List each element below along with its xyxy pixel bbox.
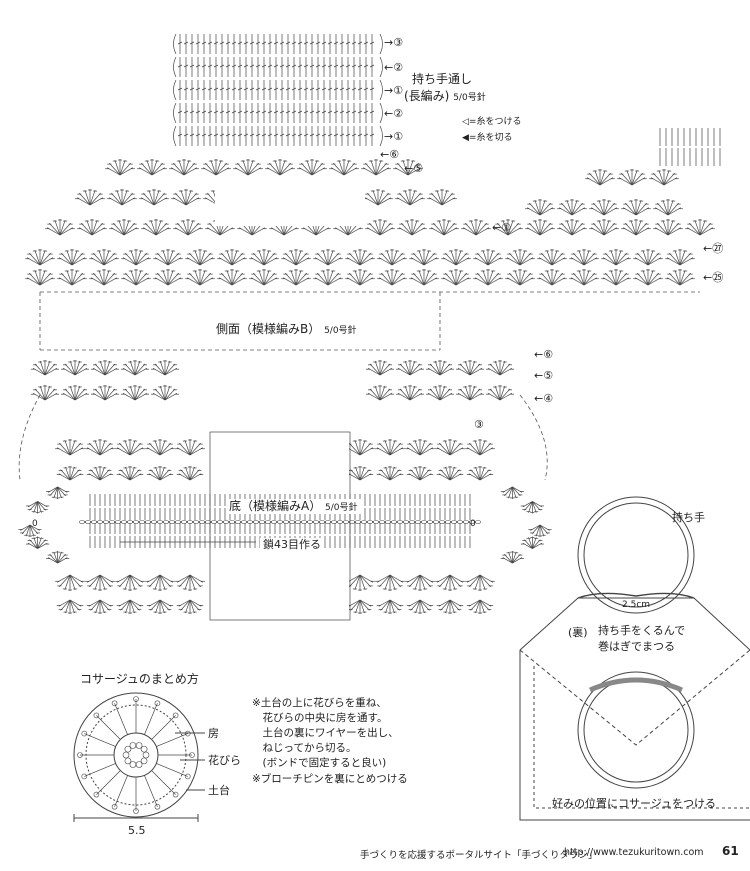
bottom-pattern-chart (18, 431, 552, 621)
corsage-illustration (73, 692, 205, 822)
note-line: 土台の裏にワイヤーを出し、 (252, 727, 399, 739)
note-line: 花びらの中央に房を通す。 (252, 712, 388, 724)
row-mark-2b: ←② (384, 107, 404, 120)
corsage-dim: 5.5 (128, 824, 146, 837)
legend-attach: ◁=糸をつける (462, 117, 522, 127)
corsage-notes: ※土台の上に花びらを重ね、 花びらの中央に房を通す。 土台の裏にワイヤーを出し、… (252, 696, 399, 771)
row-mark-lower-5: ←⑤ (534, 369, 554, 382)
page-number: 61 (722, 844, 739, 858)
bag-dim: 2.5cm (622, 600, 651, 610)
bag-wrap-2: 巻はぎでまつる (598, 640, 675, 653)
row-mark-lower-6: ←⑥ (534, 348, 554, 361)
row-mark-3: →③ (384, 36, 404, 49)
handle-strip-chart (173, 33, 721, 166)
zero-right: 0 (470, 519, 476, 529)
guide-lines (18, 291, 700, 481)
zero-left: 0 (32, 519, 38, 529)
row-mark-side-27: ←㉗ (703, 242, 724, 255)
footer-url[interactable]: http://www.tezukuritown.com (564, 847, 704, 858)
row-mark-2a: ←② (384, 61, 404, 74)
row-mark-1a: →① (384, 84, 404, 97)
row-mark-side-1: ←① (492, 221, 512, 234)
handle-subtitle: (長編み) 5/0号針 (404, 89, 486, 103)
note-line: ねじってから切る。 (252, 742, 357, 754)
bag-bottom-text: 好みの位置にコサージュをつける (552, 797, 717, 810)
note-line: ※土台の上に花びらを重ね、 (252, 697, 387, 709)
row-mark-side-6: ←⑥ (380, 148, 400, 161)
note-line: (ボンドで固定すると良い) (252, 757, 387, 769)
brooch-note: ※ブローチピンを裏にとめつける (252, 773, 408, 785)
row-mark-side-25: ←㉕ (703, 271, 724, 284)
bag-illustration (519, 496, 750, 821)
corsage-petals (77, 696, 195, 814)
bag-wrap-1: 持ち手をくるんで (598, 624, 686, 637)
chain-start-label: 鎖43目作る (260, 538, 324, 552)
bag-back-label: (裏) (568, 626, 588, 639)
row-mark-side-5: ←⑤ (404, 162, 424, 175)
side-title: 側面（模様編みB） 5/0号針 (216, 322, 357, 336)
label-hanabira: 花びら (208, 754, 241, 767)
bottom-title: 底（模様編みA） 5/0号針 (226, 499, 361, 514)
row-mark-1b: →① (384, 130, 404, 143)
row-mark-lower-4: ←④ (534, 392, 554, 405)
bag-handle-label: 持ち手 (672, 511, 705, 524)
footer-text: 手づくりを応援するポータルサイト「手づくりタウン」 (360, 850, 598, 861)
side-pattern-chart (25, 159, 715, 401)
corsage-title: コサージュのまとめ方 (80, 672, 199, 686)
label-dodai: 土台 (208, 784, 230, 797)
handle-title: 持ち手通し (412, 72, 473, 86)
legend-cut: ◀=糸を切る (462, 133, 513, 143)
bottom-row-mark-3: ③ (474, 418, 484, 431)
label-bou: 房 (208, 727, 219, 740)
